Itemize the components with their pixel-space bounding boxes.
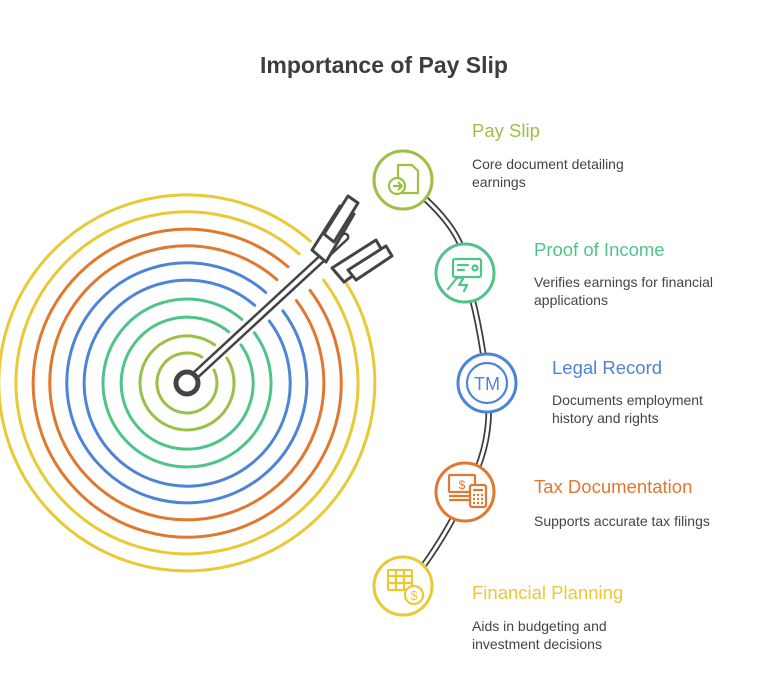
item-desc-pay-slip: Core document detailing earnings xyxy=(472,156,624,190)
table-dollar-icon: $ xyxy=(386,568,425,606)
item-title-tax-documentation: Tax Documentation xyxy=(534,476,693,497)
svg-text:$: $ xyxy=(410,588,418,603)
target-ring-5 xyxy=(65,261,309,505)
target-rings xyxy=(0,193,377,573)
target-ring-3 xyxy=(31,227,343,539)
item-title-financial-planning: Financial Planning xyxy=(472,582,624,603)
item-title-legal-record: Legal Record xyxy=(552,357,663,378)
target-ring-4 xyxy=(48,244,326,522)
card-hand-icon xyxy=(446,257,483,293)
arrow-tip xyxy=(173,369,201,397)
item-desc-financial-planning: Aids in budgeting and investment decisio… xyxy=(472,618,607,652)
icon-tax-documentation-group: $ xyxy=(434,461,496,523)
item-title-pay-slip: Pay Slip xyxy=(472,120,540,141)
icon-financial-planning-group: $ xyxy=(372,555,434,617)
target-ring-7 xyxy=(101,297,273,469)
arrow xyxy=(173,194,394,397)
target-ring-6 xyxy=(82,278,292,488)
item-desc-tax-documentation: Supports accurate tax filings xyxy=(534,513,710,529)
item-desc-proof-of-income: Verifies earnings for financial applicat… xyxy=(534,274,713,308)
target-ring-1 xyxy=(0,193,377,573)
page-title: Importance of Pay Slip xyxy=(260,52,508,78)
document-arrow-icon xyxy=(387,163,420,196)
trademark-icon xyxy=(465,361,509,405)
svg-text:TM: TM xyxy=(474,374,500,394)
arrow-fletching xyxy=(310,194,394,284)
money-calculator-icon: $ xyxy=(447,473,488,509)
icon-pay-slip-group xyxy=(372,149,434,211)
item-title-proof-of-income: Proof of Income xyxy=(534,239,665,260)
item-desc-legal-record: Documents employment history and rights xyxy=(552,392,703,426)
target-ring-2 xyxy=(14,210,360,556)
target-ring-8 xyxy=(119,315,255,451)
icon-legal-record-group: TM xyxy=(456,352,518,414)
target-ring-10 xyxy=(155,351,219,415)
arrow-shaft-fill xyxy=(185,235,347,385)
svg-text:$: $ xyxy=(459,478,466,492)
icon-proof-of-income-group xyxy=(434,242,496,304)
target-ring-9 xyxy=(138,334,236,432)
